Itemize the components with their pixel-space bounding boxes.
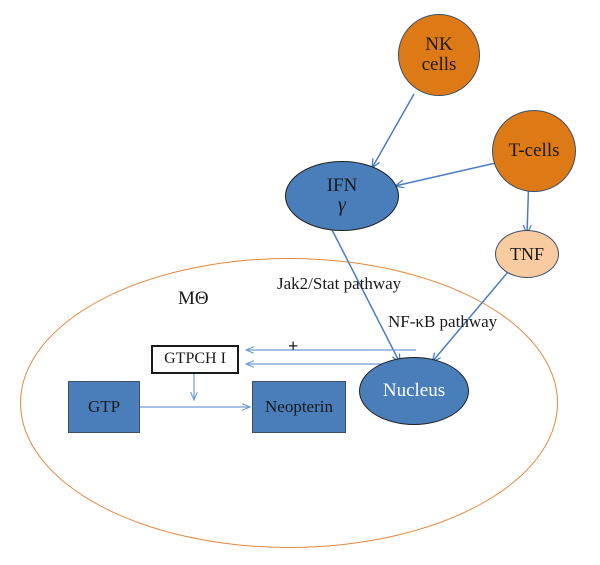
- node-nk-cells[interactable]: NK cells: [398, 14, 480, 96]
- edge-nk-to-ifn: [372, 93, 415, 168]
- node-gtp[interactable]: GTP: [68, 381, 140, 433]
- nk-cells-label-line2: cells: [421, 54, 457, 75]
- node-nucleus[interactable]: Nucleus: [359, 357, 469, 425]
- macrophage-label: MΘ: [178, 288, 209, 309]
- t-cells-label: T-cells: [508, 140, 560, 162]
- plus-sign-label: +: [288, 336, 299, 356]
- node-neopterin[interactable]: Neopterin: [252, 381, 346, 433]
- tnf-label: TNF: [509, 243, 544, 264]
- node-gtpch-i[interactable]: GTPCH I: [151, 345, 239, 374]
- node-ifn-gamma[interactable]: IFN γ: [285, 161, 399, 231]
- node-tnf[interactable]: TNF: [495, 230, 559, 278]
- nk-cells-label-line1: NK: [425, 34, 453, 56]
- ifn-gamma-label-line2: γ: [338, 194, 346, 217]
- gtp-label: GTP: [87, 397, 121, 417]
- neopterin-label: Neopterin: [265, 397, 333, 417]
- macrophage-membrane: [20, 258, 558, 548]
- nucleus-label: Nucleus: [382, 380, 446, 402]
- nfkb-pathway-label: NF-κB pathway: [388, 312, 498, 331]
- edge-tcells-to-ifn: [395, 161, 501, 186]
- jak2-stat-pathway-label: Jak2/Stat pathway: [277, 274, 402, 293]
- node-t-cells[interactable]: T-cells: [492, 110, 576, 192]
- ifn-gamma-label-line1: IFN: [326, 174, 358, 196]
- gtpch-i-label: GTPCH I: [164, 350, 226, 368]
